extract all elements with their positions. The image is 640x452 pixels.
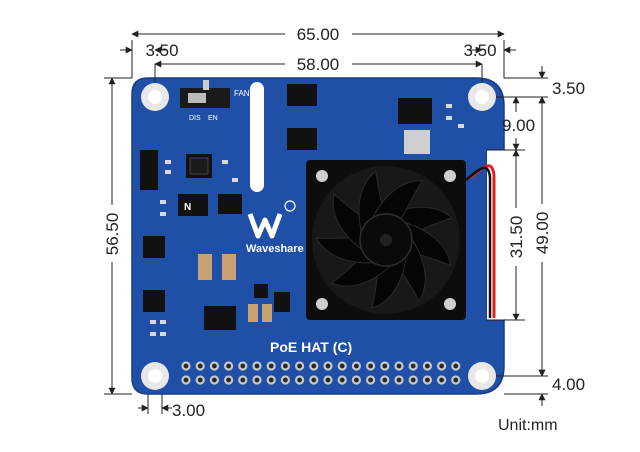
dim-top-slot: 9.00	[502, 116, 535, 135]
header-pin-hole	[197, 377, 203, 383]
gpio-header	[181, 361, 461, 385]
cooling-fan	[306, 160, 466, 320]
dim-hole-spacing-y: 49.00	[533, 212, 552, 255]
dim-right-offset: 3.50	[463, 41, 496, 60]
mounting-hole-top-right	[468, 83, 496, 111]
mounting-hole-bottom-right	[468, 362, 496, 390]
header-pin-hole	[354, 377, 359, 383]
header-pin-hole	[410, 377, 416, 383]
dim-overall-width: 65.00	[297, 25, 340, 44]
header-pin-hole	[382, 377, 388, 383]
waveshare-logo: Waveshare	[246, 200, 304, 255]
header-pin-hole	[183, 377, 189, 383]
header-pin-hole	[311, 377, 317, 383]
chip-n-label: N	[184, 202, 191, 213]
header-pin-hole	[453, 363, 459, 369]
header-pin-hole	[197, 363, 203, 369]
chip-n: N	[178, 194, 242, 216]
header-pin-hole	[368, 377, 373, 383]
header-pin-hole	[254, 363, 260, 369]
header-pin-hole	[212, 363, 217, 369]
header-pin-hole	[226, 377, 232, 383]
header-pin-hole	[297, 363, 302, 369]
unit-label: Unit:mm	[498, 417, 558, 434]
dimension-labels: 65.00 58.00 3.50 3.50 56.50 3.50 9.00 31…	[103, 25, 585, 434]
header-pin-hole	[240, 377, 246, 383]
header-pin-hole	[226, 363, 232, 369]
switch-dis-label: DIS	[189, 115, 201, 122]
header-pin-hole	[425, 363, 430, 369]
ic-qfn	[186, 154, 212, 178]
ic-upper-1	[287, 84, 317, 106]
switch-en-label: EN	[208, 115, 218, 122]
board-slot	[250, 82, 264, 192]
brand-label: Waveshare	[246, 243, 304, 255]
dim-slot-length: 31.50	[507, 216, 526, 259]
header-pin-hole	[453, 377, 459, 383]
header-pin-hole	[425, 377, 430, 383]
dim-overall-height: 56.50	[103, 213, 122, 256]
dim-hole-spacing-x: 58.00	[297, 55, 340, 74]
header-pin-hole	[268, 363, 274, 369]
header-pin-hole	[396, 377, 402, 383]
header-pin-hole	[439, 377, 444, 383]
model-label: PoE HAT (C)	[270, 339, 352, 355]
header-pin-hole	[297, 377, 302, 383]
header-pin-hole	[283, 377, 288, 383]
header-pin-hole	[311, 363, 317, 369]
mounting-hole-top-left	[141, 83, 169, 111]
header-pin-hole	[339, 363, 345, 369]
header-pin-hole	[439, 363, 444, 369]
capacitors	[198, 254, 290, 330]
header-pin-hole	[410, 363, 416, 369]
fan-switch: FAN DIS EN	[180, 80, 250, 122]
header-pin-hole	[254, 377, 260, 383]
pcb-board: FAN DIS EN N	[131, 77, 505, 395]
dim-bottom-left-offset: 3.00	[172, 401, 205, 420]
header-pin-hole	[325, 377, 331, 383]
header-pin-hole	[283, 363, 288, 369]
fan-label: FAN	[234, 89, 250, 98]
dim-bottom-offset: 4.00	[552, 375, 585, 394]
dimension-lines	[104, 30, 548, 414]
waveshare-logo-icon	[247, 213, 283, 239]
header-pin-hole	[268, 377, 274, 383]
mounting-hole-bottom-left	[141, 362, 169, 390]
dim-left-offset: 3.50	[145, 41, 178, 60]
header-pin-hole	[339, 377, 345, 383]
ic-right-top	[398, 98, 432, 154]
header-pin-hole	[212, 377, 217, 383]
header-pin-hole	[240, 363, 246, 369]
header-pin-hole	[382, 363, 388, 369]
ic-small-left	[140, 150, 165, 312]
header-pin-hole	[368, 363, 373, 369]
header-pin-hole	[183, 363, 189, 369]
header-pin-hole	[396, 363, 402, 369]
ic-upper-2	[287, 128, 317, 150]
header-pin-hole	[325, 363, 331, 369]
header-pin-hole	[354, 363, 359, 369]
dim-top-offset: 3.50	[552, 79, 585, 98]
